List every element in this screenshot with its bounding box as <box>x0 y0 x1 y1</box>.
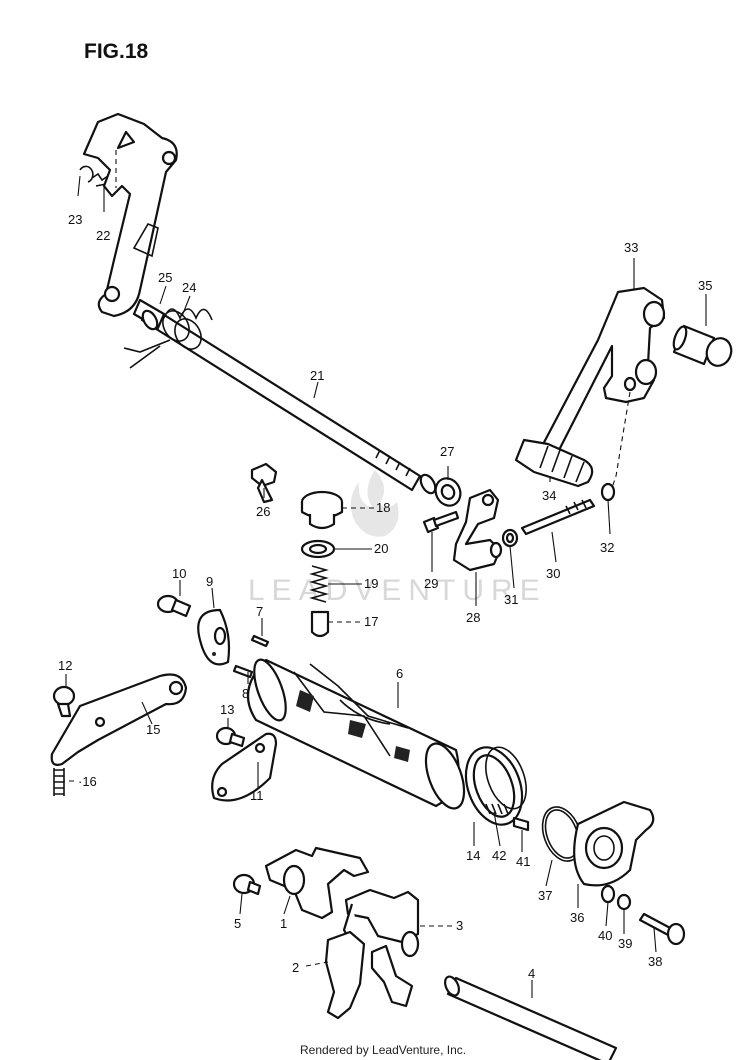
part-23-circlip <box>79 165 94 183</box>
callout-30: 30 <box>546 566 560 581</box>
part-39-washer <box>616 893 632 911</box>
footer-credit: Rendered by LeadVenture, Inc. <box>300 1043 466 1057</box>
part-13-bolt <box>215 726 246 748</box>
part-2-shift-fork <box>324 930 414 1020</box>
watermark: LEADVENTURE <box>248 470 547 607</box>
callout-10: 10 <box>172 566 186 581</box>
part-1-shift-fork <box>264 846 370 920</box>
part-24-return-spring <box>123 308 213 369</box>
callout-18: 18 <box>376 500 390 515</box>
part-29-bolt <box>422 510 460 534</box>
callout-28: 28 <box>466 610 480 625</box>
part-20-washer <box>300 539 336 559</box>
callout-37: 37 <box>538 888 552 903</box>
callout-26: 26 <box>256 504 270 519</box>
part-32-nut <box>600 482 616 502</box>
part-6-cam-drum <box>246 658 466 810</box>
part-21-gearshift-shaft <box>140 304 437 495</box>
part-15-stopper-arm <box>50 673 188 766</box>
part-42-spring <box>485 803 509 815</box>
part-33-lever-arm <box>538 286 666 458</box>
part-35-pivot-bolt <box>672 324 733 367</box>
callout-35: 35 <box>698 278 712 293</box>
callout-8: 8 <box>242 686 249 701</box>
callout-38: 38 <box>648 954 662 969</box>
part-16-spring <box>53 768 65 796</box>
part-14-bearing <box>464 746 527 826</box>
callout-25: 25 <box>158 270 172 285</box>
callout-9: 9 <box>206 574 213 589</box>
part-28-link <box>452 488 503 572</box>
part-25-collar <box>132 298 166 331</box>
callout-23: 23 <box>68 212 82 227</box>
callout-17: 17 <box>364 614 378 629</box>
part-27-oil-seal <box>434 477 462 507</box>
callout-14: 14 <box>466 848 480 863</box>
callout-13: 13 <box>220 702 234 717</box>
callout-5: 5 <box>234 916 241 931</box>
callout-19: 19 <box>364 576 378 591</box>
callout-41: 41 <box>516 854 530 869</box>
callout-7: 7 <box>256 604 263 619</box>
callout-34: 34 <box>542 488 556 503</box>
callout-labels: 23 22 25 24 21 27 26 18 20 19 17 33 35 3… <box>58 212 712 981</box>
callout-12: 12 <box>58 658 72 673</box>
part-19-spring <box>309 565 329 603</box>
part-26-bolt <box>250 462 278 504</box>
part-7-pin <box>250 634 270 648</box>
callout-6: 6 <box>396 666 403 681</box>
callout-29: 29 <box>424 576 438 591</box>
callout-1: 1 <box>280 916 287 931</box>
callout-24: 24 <box>182 280 196 295</box>
part-4-fork-shaft <box>444 975 618 1060</box>
callout-15: 15 <box>146 722 160 737</box>
part-18-plug <box>300 490 344 530</box>
part-11-guide-plate <box>211 732 278 802</box>
part-38-bolt <box>638 912 686 946</box>
part-40-washer <box>600 884 616 904</box>
callout-16: ·16 <box>78 774 97 789</box>
callout-21: 21 <box>310 368 324 383</box>
callout-27: 27 <box>440 444 454 459</box>
part-5-bolt <box>232 873 262 896</box>
figure-title: FIG.18 <box>84 40 149 63</box>
callout-40: 40 <box>598 928 612 943</box>
part-8-pin <box>232 664 254 679</box>
callout-32: 32 <box>600 540 614 555</box>
callout-36: 36 <box>570 910 584 925</box>
callout-11: 11 <box>250 788 264 803</box>
callout-42: 42 <box>492 848 506 863</box>
part-41-pin <box>512 816 530 832</box>
part-10-bolt <box>156 594 192 618</box>
part-31-nut <box>501 528 519 548</box>
leader-lines <box>64 150 707 998</box>
callout-33: 33 <box>624 240 638 255</box>
part-34-rubber <box>514 438 594 488</box>
gearshift-arm <box>82 112 178 318</box>
callout-20: 20 <box>374 541 388 556</box>
part-30-rod <box>520 498 596 536</box>
callout-39: 39 <box>618 936 632 951</box>
callout-31: 31 <box>504 592 518 607</box>
part-36-switch <box>573 800 655 887</box>
part-9-cam-plate <box>197 608 231 666</box>
callout-2: 2 <box>292 960 299 975</box>
svg-text:LEADVENTURE: LEADVENTURE <box>248 574 547 607</box>
callout-4: 4 <box>528 966 535 981</box>
callout-3: 3 <box>456 918 463 933</box>
part-17-pin <box>310 610 330 638</box>
callout-22: 22 <box>96 228 110 243</box>
part-12-screw <box>52 685 76 718</box>
